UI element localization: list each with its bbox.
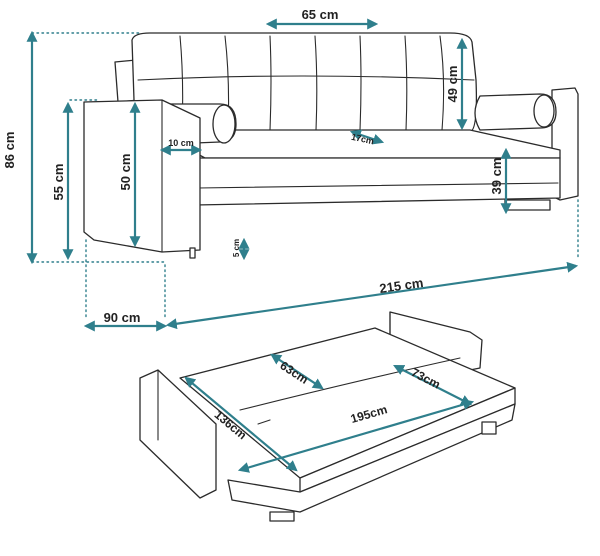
arrow-seat-offset: [349, 129, 385, 145]
arrow-total-width: [165, 261, 579, 330]
dimension-labels-top: 65 cm 49 cm 86 cm 55 cm 50 cm 10 cm 17cm…: [2, 7, 504, 325]
arrow-bed-width: [237, 399, 475, 473]
label-cushion-width: 65 cm: [302, 7, 339, 22]
dimension-arrows-bed: [184, 353, 475, 473]
label-seat-height: 39 cm: [489, 158, 504, 195]
dimension-arrows-top: [26, 18, 579, 332]
label-total-height: 86 cm: [2, 132, 17, 169]
right-leg: [504, 199, 551, 211]
label-total-width: 215 cm: [378, 275, 424, 296]
guide-lines: [31, 32, 579, 321]
label-leg-height: 5 cm: [232, 239, 241, 257]
sofa-drawing-assembled: [83, 32, 579, 259]
arrow-bed-inner-left: [270, 353, 324, 390]
arrow-bed-inner-right: [393, 365, 472, 405]
bed-right-leg: [481, 421, 497, 435]
bed-base: [227, 403, 516, 513]
sofa-drawing-bed: [139, 311, 516, 522]
label-seat-offset: 17cm: [350, 132, 375, 147]
label-cushion-height: 49 cm: [445, 66, 460, 103]
seat-cushion: [189, 129, 561, 159]
left-front-armrest: [83, 99, 201, 253]
label-armrest-width: 10 cm: [168, 138, 194, 148]
left-leg: [189, 247, 196, 259]
label-armrest-height: 55 cm: [51, 164, 66, 201]
label-seat-to-arm: 50 cm: [118, 154, 133, 191]
label-total-depth: 90 cm: [104, 310, 141, 325]
bed-front-leg: [269, 511, 295, 522]
